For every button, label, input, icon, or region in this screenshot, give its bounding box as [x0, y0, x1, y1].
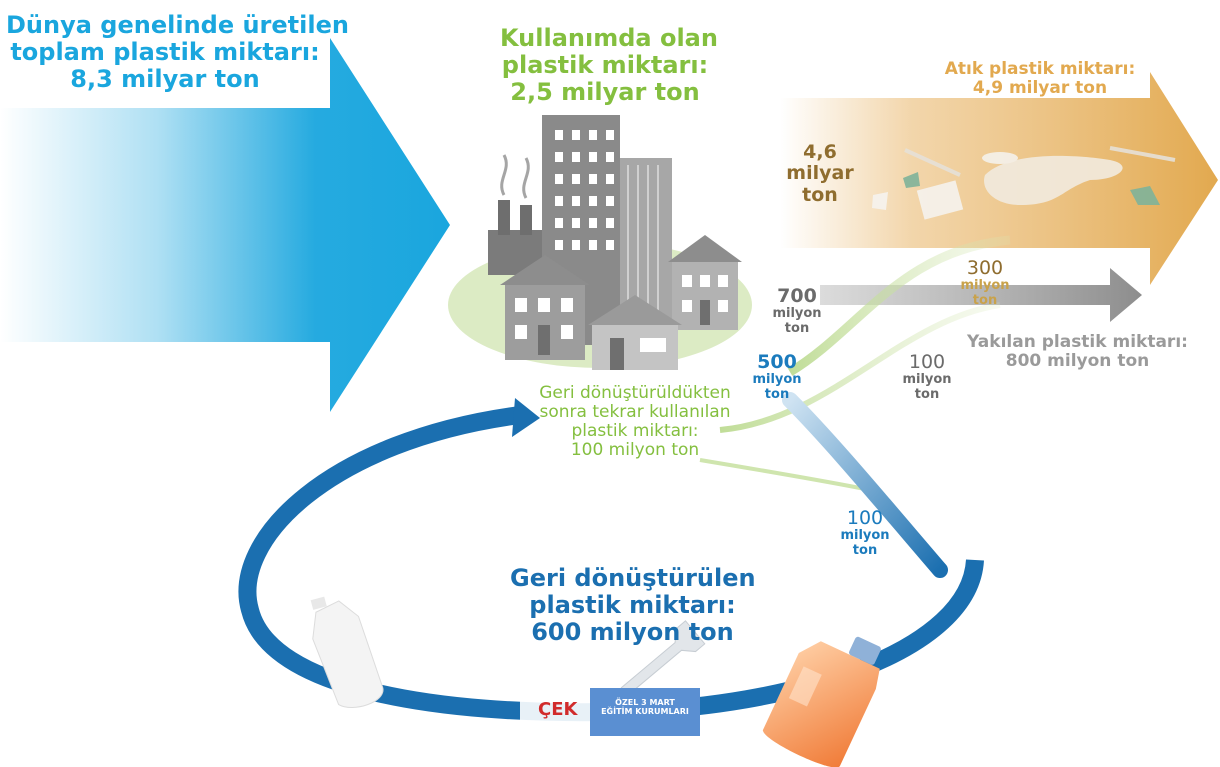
school-logo: ÇEK — [520, 688, 700, 736]
produced-label: Dünya genelinde üretilen toplam plastik … — [6, 11, 349, 93]
flow-to-incineration — [719, 302, 1001, 433]
house-left — [500, 255, 590, 360]
waste-direct-label: 4,6 milyar ton — [786, 141, 854, 206]
incinerated-label: Yakılan plastik miktarı: 800 milyon ton — [967, 332, 1188, 372]
loop-arrowhead — [512, 398, 540, 437]
flow-100-blue-label: 100 milyon ton — [840, 507, 890, 558]
logo-brand: ÇEK — [538, 699, 579, 720]
flow-700-label: 700 milyon ton — [772, 285, 822, 336]
waste-label: Atık plastik miktarı: 4,9 milyar ton — [944, 59, 1136, 99]
flow-to-waste — [787, 235, 1011, 376]
logo-school-name: ÖZEL 3 MART EĞİTİM KURUMLARI — [601, 698, 689, 716]
flow-300-label: 300 milyon ton — [960, 257, 1010, 308]
flow-500-label: 500 milyon ton — [752, 351, 802, 402]
reused-label: Geri dönüştürüldükten sonra tekrar kulla… — [539, 383, 731, 461]
plastic-jug-icon — [310, 596, 384, 708]
house-right — [668, 235, 742, 330]
in-use-label: Kullanımda olan plastik miktarı: 2,5 mil… — [500, 24, 718, 106]
incineration-arrow — [820, 268, 1142, 322]
detergent-bottle-icon — [762, 636, 881, 767]
house-middle — [588, 295, 682, 370]
flow-100-gray-label: 100 milyon ton — [902, 351, 952, 402]
waste-debris — [872, 146, 1176, 220]
flow-reused — [699, 458, 871, 492]
flow-to-recycling — [782, 392, 948, 578]
plastic-bottle-icon — [620, 620, 706, 697]
recycled-label: Geri dönüştürülen plastik miktarı: 600 m… — [510, 564, 756, 646]
production-arrow — [0, 38, 450, 412]
